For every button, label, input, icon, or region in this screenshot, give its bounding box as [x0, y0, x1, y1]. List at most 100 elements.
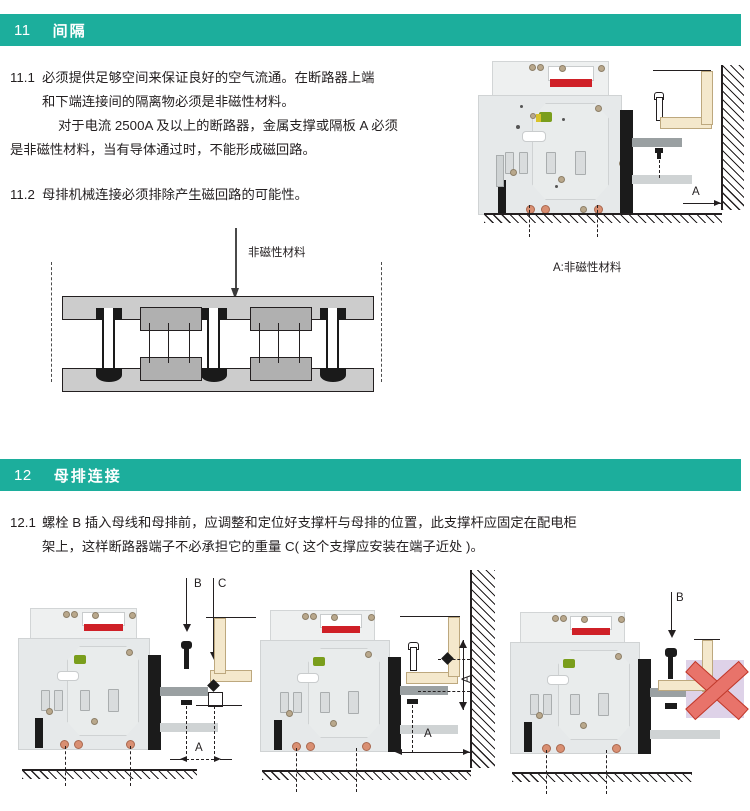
breaker-yellow-indicator — [536, 114, 541, 122]
ground-line — [484, 213, 722, 215]
breaker-terminal — [293, 692, 302, 713]
breaker-side-black — [274, 720, 282, 750]
connector-line — [189, 323, 191, 363]
breaker-green-indicator — [563, 659, 575, 668]
breaker-slot — [297, 673, 319, 683]
breaker-red-indicator — [84, 624, 123, 631]
bolt-nut-b — [181, 700, 192, 705]
dimension-line-a — [186, 759, 214, 760]
busbar-connection-panel-2: A A — [258, 570, 498, 810]
screw — [126, 649, 133, 656]
bolt-lower-shaft — [657, 153, 661, 159]
connector-line — [259, 323, 261, 363]
screw — [71, 611, 78, 618]
screw — [91, 718, 98, 725]
connector-line — [278, 323, 280, 363]
breaker-terminal — [530, 694, 539, 715]
breaker-terminal — [108, 689, 119, 712]
arrow-down-icon-c — [209, 652, 218, 660]
spacer-block — [140, 357, 202, 381]
bolt-shaft-b — [183, 649, 189, 669]
support-base — [208, 692, 223, 707]
screw — [129, 612, 136, 619]
breaker-green-indicator — [74, 655, 86, 664]
dimension-label-a: A — [195, 742, 203, 754]
screw — [559, 65, 566, 72]
screw — [595, 105, 602, 112]
screw — [536, 712, 543, 719]
bolt-shaft-outline — [410, 647, 417, 671]
breaker-side-black — [620, 110, 633, 213]
ground-hatching — [484, 214, 722, 223]
marker-dot — [520, 105, 523, 108]
arrow-head-down-icon — [230, 288, 239, 299]
bolt-centerline-b — [186, 706, 187, 754]
breaker-clearance-figure: A A:非磁性材料 — [470, 55, 750, 285]
section-header-12: 12 母排连接 — [0, 459, 741, 491]
screw — [286, 710, 293, 717]
lower-bracket — [632, 175, 692, 184]
paragraph-11-1: 11.1 必须提供足够空间来保证良好的空气流通。在断路器上端 和下端连接间的隔离… — [10, 66, 470, 162]
support-bracket — [632, 138, 682, 147]
breaker-green-indicator — [539, 112, 552, 122]
support-bracket — [650, 688, 698, 697]
marker-dot — [516, 125, 520, 129]
bolt-rod — [326, 308, 339, 376]
paragraph-line: 架上，这样断路器端子不必承担它的重量 C( 这个支撑应安装在端子近处 )。 — [42, 539, 484, 554]
screw — [310, 613, 317, 620]
leader-line-b — [671, 592, 673, 632]
mounting-hole — [362, 742, 371, 751]
lower-bracket — [650, 730, 720, 739]
bolt-nut — [407, 699, 418, 704]
wall-line — [721, 65, 723, 210]
dimension-arrow-down-icon — [459, 702, 467, 710]
bolt-head-b — [665, 648, 677, 657]
screw — [63, 611, 70, 618]
marker-dot — [562, 118, 565, 121]
breaker-terminal — [41, 690, 50, 711]
mounting-hole — [612, 744, 621, 753]
busbar-connection-panel-1: B C A — [10, 570, 256, 810]
breaker-side-black — [638, 659, 651, 754]
breaker-side-black — [148, 655, 161, 750]
arrow-down-icon-b — [667, 630, 676, 638]
dimension-ext-left — [170, 758, 182, 760]
breaker-terminal — [598, 693, 609, 716]
screw — [618, 616, 625, 623]
centerline — [130, 746, 131, 786]
screw — [510, 169, 517, 176]
mounting-hole — [60, 740, 69, 749]
label-b: B — [194, 578, 202, 590]
breaker-terminal — [575, 151, 586, 175]
dimension-arrow-right-icon — [714, 200, 721, 206]
busbar-top-line — [694, 639, 720, 641]
support-floor-line — [196, 705, 242, 707]
dimension-ref-bottom — [418, 691, 470, 692]
screw — [552, 615, 559, 622]
busbar-top-line — [206, 617, 256, 619]
dimension-ref-top — [438, 659, 470, 660]
dimension-arrow-left-icon — [395, 749, 402, 755]
screw — [558, 176, 565, 183]
screw — [530, 113, 536, 119]
screw — [560, 615, 567, 622]
breaker-side-black — [498, 180, 506, 213]
paragraph-number: 12.1 — [10, 515, 36, 530]
centerline — [356, 748, 357, 792]
centerline — [296, 748, 297, 792]
screw — [365, 651, 372, 658]
figure-caption: A:非磁性材料 — [553, 262, 622, 274]
paragraph-line: 是非磁性材料，当有导体通过时，不能形成磁回路。 — [10, 142, 316, 157]
busbar-horizontal — [406, 672, 458, 684]
dimension-line-vertical — [462, 640, 464, 710]
bolt-head-b — [181, 641, 192, 649]
support-bracket — [160, 687, 208, 696]
section-number: 11 — [14, 21, 31, 39]
breaker-terminal — [505, 152, 514, 174]
ground-hatching — [22, 770, 197, 779]
label-b: B — [676, 592, 684, 604]
centerline — [606, 750, 607, 794]
bolt-nut — [96, 368, 122, 382]
non-magnetic-material-label: 非磁性材料 — [248, 247, 306, 259]
paragraph-line: 和下端连接间的隔离物必须是非磁性材料。 — [42, 94, 295, 109]
